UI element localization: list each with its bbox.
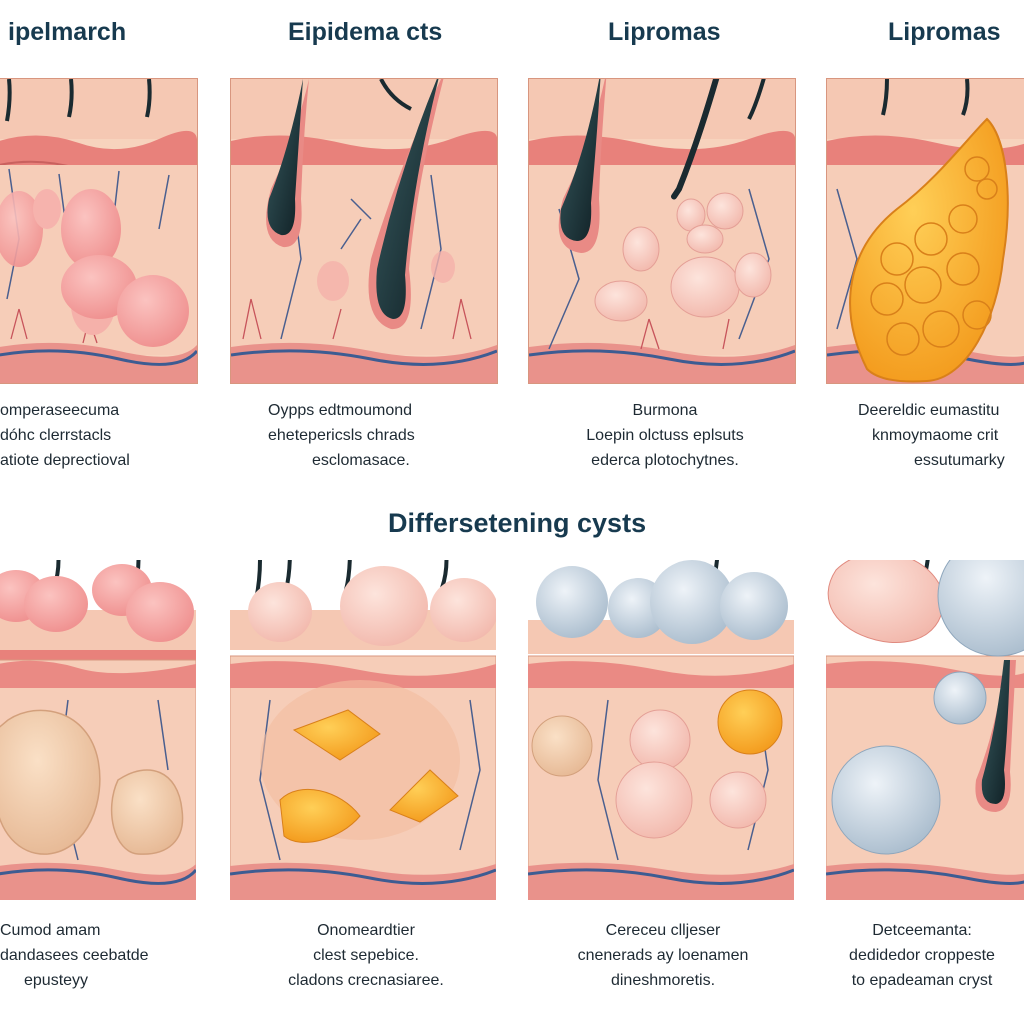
skin-cross-section-illustration xyxy=(231,79,497,383)
panel-5-caption: Cumod amam dandasees ceebatde epusteyy xyxy=(0,922,149,989)
skin-cross-section-illustration xyxy=(230,560,496,900)
skin-cross-section-illustration xyxy=(827,79,1024,383)
skin-cross-section-illustration xyxy=(0,79,197,383)
skin-panel-1 xyxy=(0,78,198,384)
panel-1-caption: omperaseecuma dóhc clerrstacls atiote de… xyxy=(0,402,130,469)
skin-panel-3 xyxy=(528,78,796,384)
skin-panel-5 xyxy=(0,560,196,900)
panel-7-caption: Cereceu clljeser cnenerads ay loenamen d… xyxy=(577,922,749,989)
section-title: Differsetening cysts xyxy=(388,508,647,538)
skin-cross-section-illustration xyxy=(528,560,794,900)
skin-panel-7 xyxy=(528,560,794,900)
skin-cross-section-illustration xyxy=(826,560,1024,900)
skin-cross-section-illustration xyxy=(529,79,795,383)
panel-2-title: Eipidema cts xyxy=(288,18,443,46)
panel-2-caption: Oypps edtmoumond ehetepericsls chrads es… xyxy=(268,402,415,469)
panel-3-title: Lipromas xyxy=(608,18,721,46)
skin-panel-8 xyxy=(826,560,1024,900)
panel-4-title: Lipromas xyxy=(888,18,1001,46)
skin-panel-4 xyxy=(826,78,1024,384)
panel-3-caption: Burmona Loepin olctuss eplsuts ederca pl… xyxy=(586,402,744,469)
panel-1-title: ipelmarch xyxy=(8,18,127,46)
skin-cross-section-illustration xyxy=(0,560,196,900)
panel-8-caption: Detceemanta: dedidedor croppeste to epad… xyxy=(849,922,995,989)
skin-panel-6 xyxy=(230,560,496,900)
panel-4-caption: Deereldic eumastitu knmoymaome crit essu… xyxy=(858,402,1005,469)
panel-6-caption: Onomeardtier clest sepebice. cladons cre… xyxy=(288,922,444,989)
skin-panel-2 xyxy=(230,78,498,384)
